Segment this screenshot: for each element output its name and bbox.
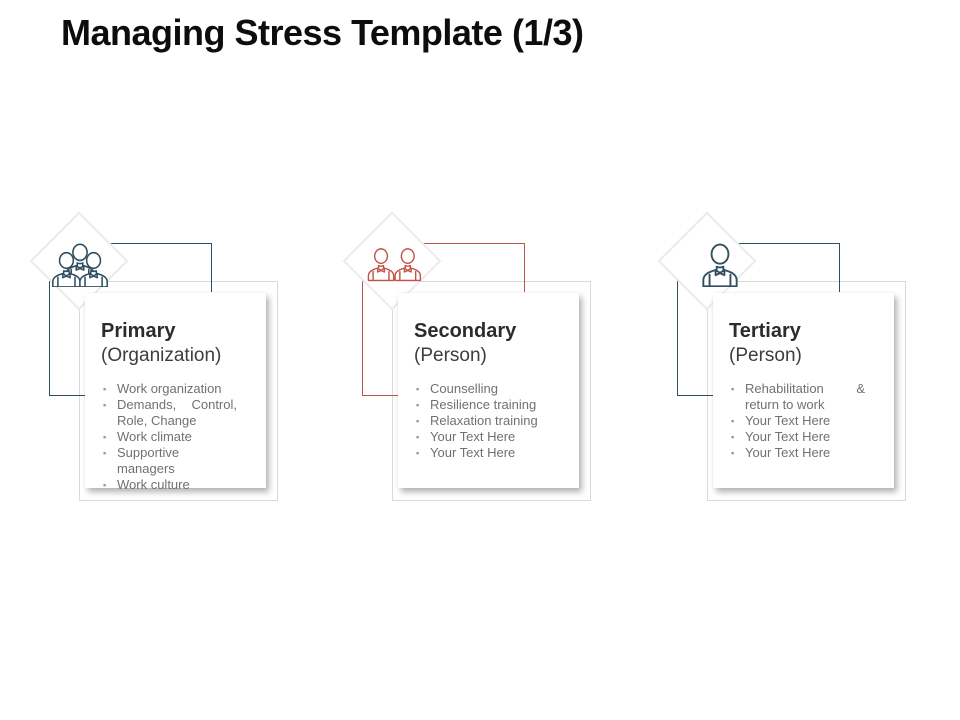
stress-level-card-group: Primary (Organization) Work organization… (29, 211, 280, 504)
card-title: Secondary (414, 320, 517, 342)
bullet-list: CounsellingResilience trainingRelaxation… (414, 381, 550, 461)
card-subtitle: (Person) (729, 345, 802, 366)
bullet-item: Supportive managers (101, 445, 237, 477)
bullet-list: Rehabilitation & return to workYour Text… (729, 381, 865, 461)
bullet-item: Your Text Here (414, 445, 550, 461)
connector-top-line (412, 243, 525, 292)
stress-level-card-group: Secondary (Person) CounsellingResilience… (342, 211, 593, 504)
bullet-item: Counselling (414, 381, 550, 397)
connector-top-line (99, 243, 212, 292)
card-subtitle: (Organization) (101, 345, 222, 366)
connector-top-line (727, 243, 840, 292)
card-outline-frame (79, 281, 278, 501)
stress-level-card-group: Tertiary (Person) Rehabilitation & retur… (657, 211, 908, 504)
bullet-item: Relaxation training (414, 413, 550, 429)
bullet-item: Rehabilitation & return to work (729, 381, 865, 413)
slide-title: Managing Stress Template (1/3) (61, 12, 584, 53)
one-person-icon (678, 237, 750, 293)
card-body: Tertiary (Person) Rehabilitation & retur… (713, 293, 894, 488)
two-people-icon (363, 237, 423, 293)
card-title: Tertiary (729, 320, 801, 342)
bullet-item: Work culture (101, 477, 237, 493)
bullet-item: Your Text Here (729, 429, 865, 445)
card-title: Primary (101, 320, 176, 342)
bullet-item: Resilience training (414, 397, 550, 413)
bullet-item: Your Text Here (729, 413, 865, 429)
bullet-item: Your Text Here (729, 445, 865, 461)
connector-left-line (677, 270, 713, 396)
bullet-item: Work climate (101, 429, 237, 445)
card-subtitle: (Person) (414, 345, 487, 366)
bullet-item: Demands, Control, Role, Change (101, 397, 237, 429)
card-outline-frame (707, 281, 906, 501)
connector-left-line (362, 270, 398, 396)
bullet-item: Work organization (101, 381, 237, 397)
card-outline-frame (392, 281, 591, 501)
bullet-list: Work organizationDemands, Control, Role,… (101, 381, 237, 493)
card-body: Primary (Organization) Work organization… (85, 293, 266, 493)
connector-left-line (49, 270, 85, 396)
card-body: Secondary (Person) CounsellingResilience… (398, 293, 579, 488)
bullet-item: Your Text Here (414, 429, 550, 445)
three-people-icon (50, 237, 110, 293)
